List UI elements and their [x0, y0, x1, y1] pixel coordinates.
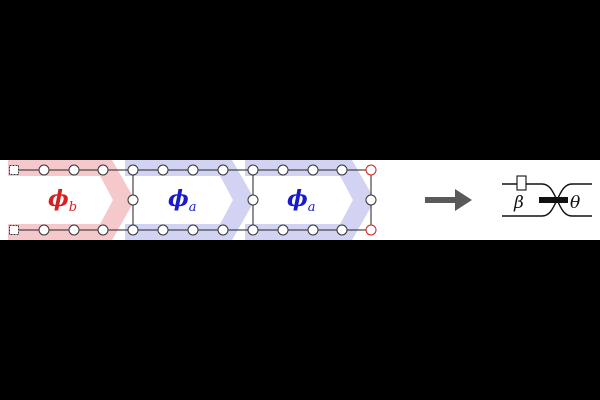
lattice-node [68, 164, 80, 176]
lattice-node [247, 164, 259, 176]
lattice-node [307, 224, 319, 236]
lattice-node [38, 224, 50, 236]
lattice-node [97, 164, 109, 176]
label-phi-a-1-subscript: a [189, 200, 197, 215]
lattice-node [277, 224, 289, 236]
label-theta: θ [570, 193, 580, 213]
arrow-head [455, 189, 472, 211]
lattice-node [277, 164, 289, 176]
lattice-node [187, 164, 199, 176]
lattice-node [217, 164, 229, 176]
lattice-node [157, 164, 169, 176]
coupler-node [127, 194, 139, 206]
label-phi-b: ϕb [48, 186, 77, 215]
output-port-node [365, 164, 377, 176]
input-port-node [9, 165, 19, 175]
band-phi-a-1 [125, 160, 255, 240]
output-port-node [365, 224, 377, 236]
input-port-node [9, 225, 19, 235]
label-phi-a-1-symbol: ϕ [168, 186, 189, 212]
lattice-node [336, 164, 348, 176]
lattice-node [336, 224, 348, 236]
label-phi-a-2-symbol: ϕ [287, 186, 308, 212]
lattice-nodes [9, 164, 377, 236]
label-phi-a-2-subscript: a [308, 200, 316, 215]
band-phi-b [8, 160, 135, 240]
lattice-node [38, 164, 50, 176]
arrow-shaft [425, 197, 457, 203]
lattice-node [217, 224, 229, 236]
label-phi-b-subscript: b [69, 200, 77, 215]
phase-shifter-icon [516, 175, 527, 191]
lattice-node [127, 224, 139, 236]
lattice-node [187, 224, 199, 236]
coupler-node [247, 194, 259, 206]
lattice-node [247, 224, 259, 236]
lattice-node [68, 224, 80, 236]
propagation-bands [8, 160, 375, 240]
coupler-bar [539, 197, 568, 203]
arrow-right-icon [425, 189, 472, 211]
band-phi-a-2 [245, 160, 375, 240]
lattice-node [157, 224, 169, 236]
coupler-node [365, 194, 377, 206]
label-beta: β [513, 193, 524, 213]
label-phi-a-2: ϕa [287, 186, 315, 215]
lattice-node [307, 164, 319, 176]
lattice-node [97, 224, 109, 236]
lattice-node [127, 164, 139, 176]
label-phi-a-1: ϕa [168, 186, 196, 215]
label-phi-b-symbol: ϕ [48, 186, 69, 212]
